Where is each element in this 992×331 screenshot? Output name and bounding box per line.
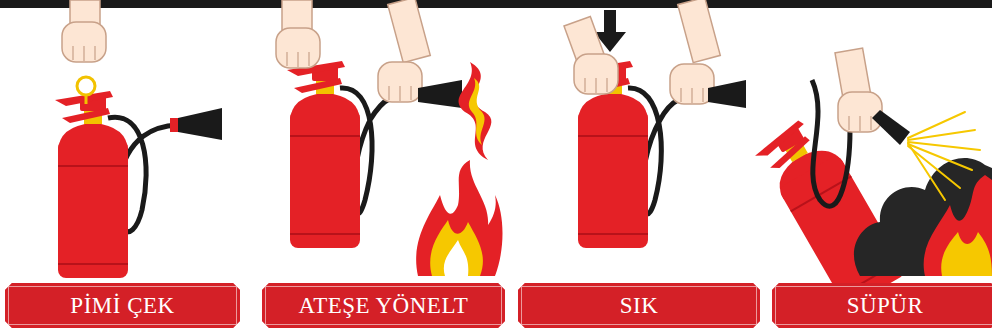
step-banner: ATEŞE YÖNELT	[262, 283, 505, 328]
step-banner: SIK	[518, 283, 760, 328]
step-label: SÜPÜR	[847, 293, 924, 319]
step-banner: PİMİ ÇEK	[5, 283, 240, 328]
step-banner: SÜPÜR	[772, 283, 992, 328]
step-label: SIK	[620, 293, 659, 319]
step-label: PİMİ ÇEK	[70, 293, 174, 319]
step-label: ATEŞE YÖNELT	[299, 293, 469, 319]
